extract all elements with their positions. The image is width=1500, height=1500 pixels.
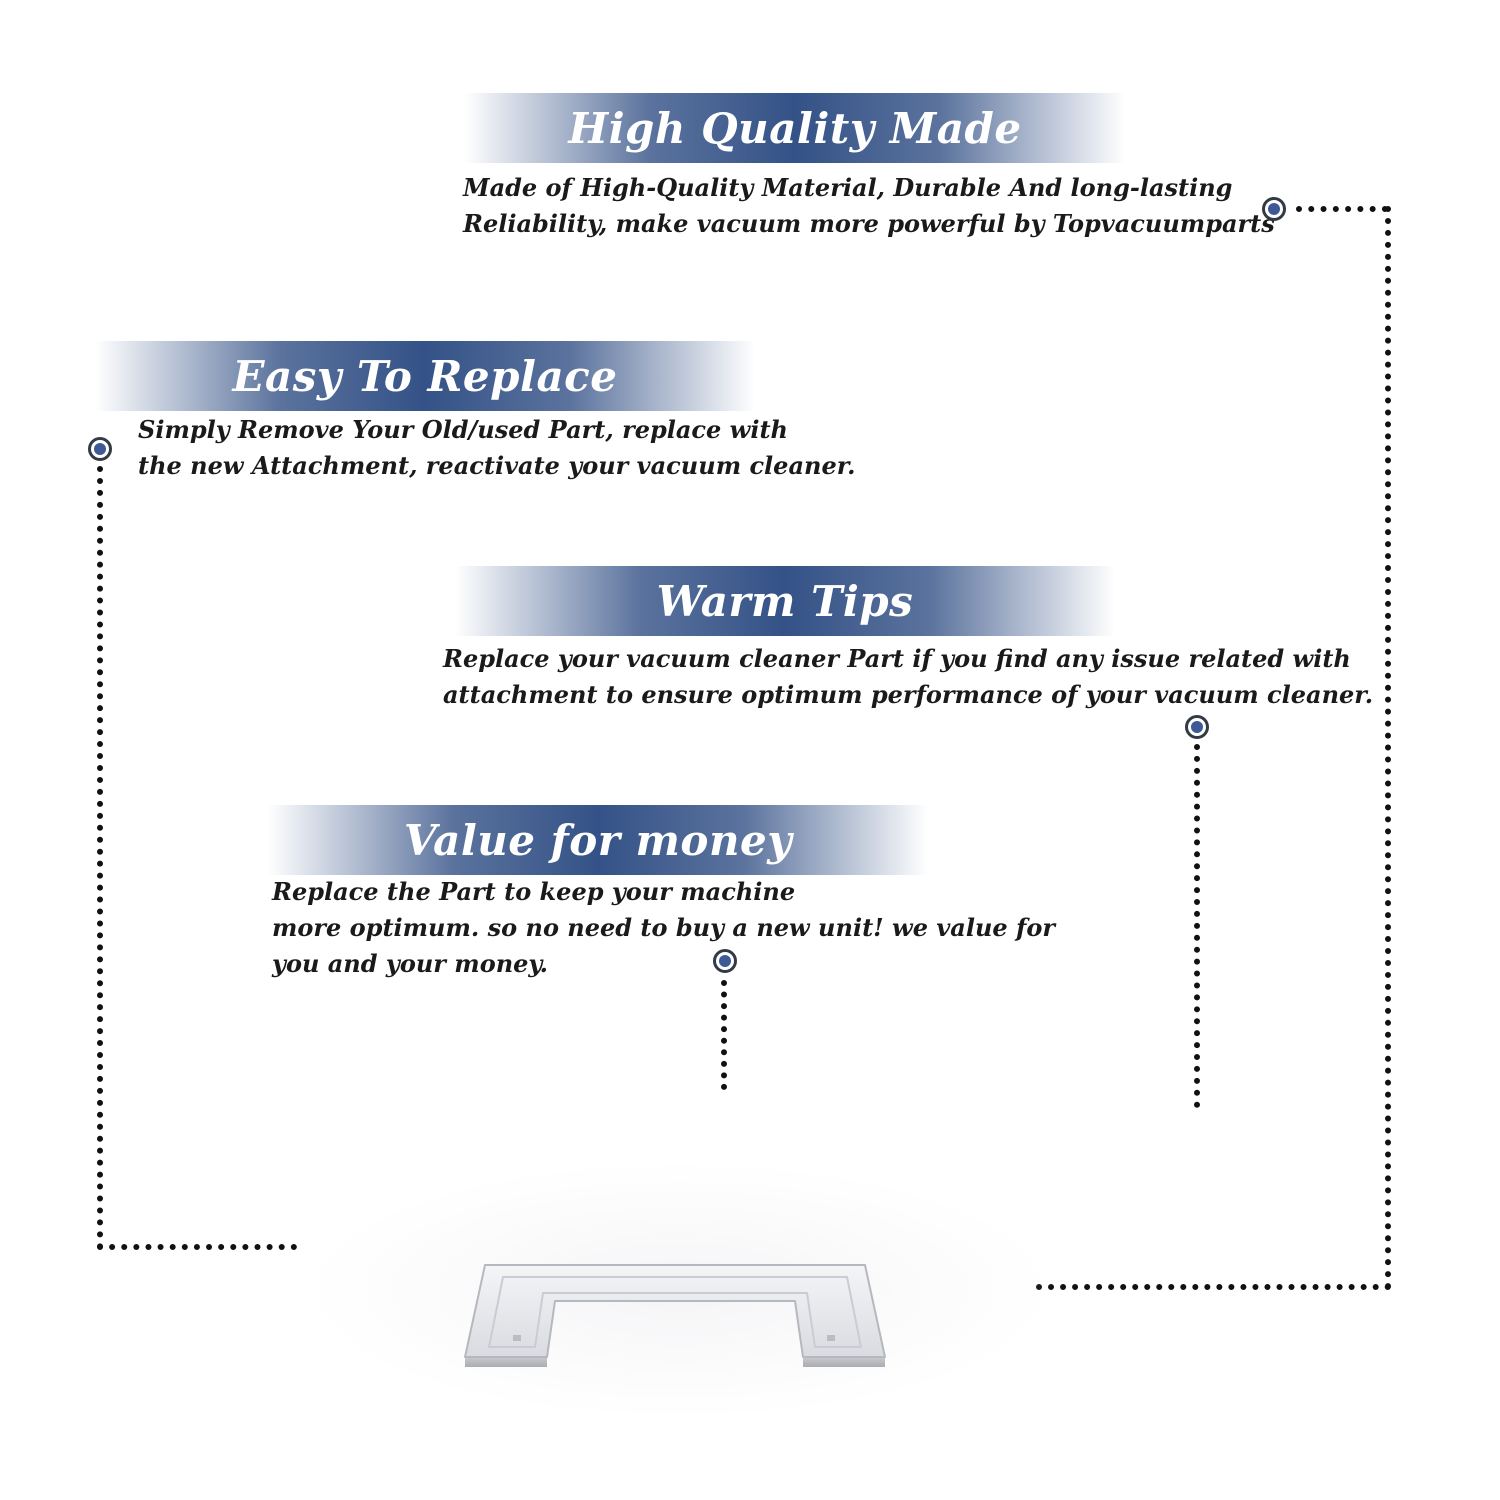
banner-easy-replace: Easy To Replace [95,341,755,411]
description-value-money: Replace the Part to keep your machine mo… [272,874,1055,982]
description-high-quality: Made of High-Quality Material, Durable A… [463,170,1275,242]
dotted-connector [97,466,103,1250]
description-line: Reliability, make vacuum more powerful b… [463,209,1275,238]
banner-title-value-money: Value for money [403,815,793,865]
connector-dot-icon [1185,715,1209,739]
dotted-connector [1296,206,1388,212]
dotted-connector [1036,1284,1391,1290]
connector-dot-icon [713,949,737,973]
dotted-connector [1385,206,1391,1290]
description-easy-replace: Simply Remove Your Old/used Part, replac… [138,412,856,484]
banner-high-quality: High Quality Made [465,93,1125,163]
banner-warm-tips: Warm Tips [455,566,1115,636]
connector-dot-icon [1262,197,1286,221]
dotted-connector [97,1244,297,1250]
connector-dot-icon [88,437,112,461]
vacuum-trim-plate-icon [464,1264,886,1367]
banner-value-money: Value for money [268,805,928,875]
dotted-connector [1194,744,1200,1108]
description-line: Simply Remove Your Old/used Part, replac… [138,415,788,444]
description-warm-tips: Replace your vacuum cleaner Part if you … [443,641,1373,713]
banner-title-easy-replace: Easy To Replace [232,351,618,401]
description-line: the new Attachment, reactivate your vacu… [138,451,856,480]
banner-title-high-quality: High Quality Made [568,103,1022,153]
description-line: Made of High-Quality Material, Durable A… [463,173,1233,202]
description-line: Replace the Part to keep your machine [272,877,796,906]
description-line: more optimum. so no need to buy a new un… [272,913,1055,942]
description-line: you and your money. [272,949,548,978]
description-line: attachment to ensure optimum performance… [443,680,1374,709]
dotted-connector [721,980,727,1090]
description-line: Replace your vacuum cleaner Part if you … [443,644,1351,673]
banner-title-warm-tips: Warm Tips [656,576,914,626]
